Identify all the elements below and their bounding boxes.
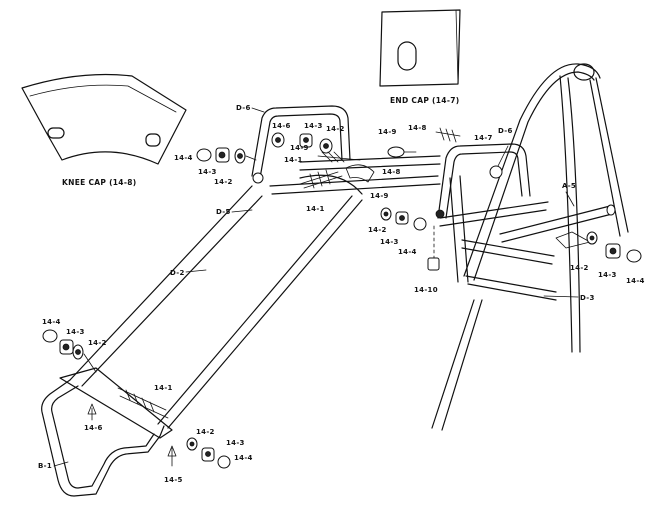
handle-d6-left xyxy=(251,105,351,179)
label-14-2-right: 14-2 xyxy=(570,264,589,272)
label-14-4-bottom-left: 14-4 xyxy=(42,318,61,326)
label-14-9-top: 14-9 xyxy=(378,128,397,136)
handle-d6-right xyxy=(437,143,531,219)
knee-cap-label: KNEE CAP (14-8) xyxy=(62,178,137,187)
a5-label: A-5 xyxy=(562,182,576,190)
end-cap-label: END CAP (14-7) xyxy=(390,96,459,105)
label-14-1-bottom: 14-1 xyxy=(154,384,173,392)
cap-icon xyxy=(196,148,212,162)
hardware-bottom-left xyxy=(42,329,97,373)
d3-label: D-3 xyxy=(580,294,595,302)
label-14-6-bottom: 14-6 xyxy=(84,424,103,432)
a5-rail xyxy=(499,204,616,249)
d2-label: D-2 xyxy=(170,269,185,277)
label-14-9-low: 14-9 xyxy=(370,192,389,200)
slide-side-rails xyxy=(69,174,363,429)
label-14-5-bottom: 14-5 xyxy=(164,476,183,484)
label-14-2-left: 14-2 xyxy=(214,178,233,186)
label-14-3-bottom-left: 14-3 xyxy=(66,328,85,336)
label-14-4-mid: 14-4 xyxy=(398,248,417,256)
label-14-3-top: 14-3 xyxy=(304,122,323,130)
end-cap-illustration xyxy=(379,9,461,87)
bottom-frame-b1 xyxy=(41,367,173,497)
hardware-top-middle xyxy=(271,127,509,189)
hardware-middle xyxy=(380,207,445,271)
d5-label: D-5 xyxy=(216,208,231,216)
label-14-6-top: 14-6 xyxy=(272,122,291,130)
label-14-3-mid: 14-3 xyxy=(380,238,399,246)
label-14-2-bottom-left: 14-2 xyxy=(88,339,107,347)
label-14-2-top: 14-2 xyxy=(326,125,345,133)
label-14-4-left: 14-4 xyxy=(174,154,193,162)
a-frame-ladder xyxy=(431,63,629,431)
label-14-1-mid: 14-1 xyxy=(284,156,303,164)
label-14-4-bottom: 14-4 xyxy=(234,454,253,462)
hardware-bottom xyxy=(87,387,231,469)
label-14-1-low: 14-1 xyxy=(306,205,325,213)
label-14-4-right: 14-4 xyxy=(626,277,645,285)
label-14-3-left: 14-3 xyxy=(198,168,217,176)
hardware-top-left xyxy=(196,147,264,184)
label-14-3-bottom: 14-3 xyxy=(226,439,245,447)
b1-label: B-1 xyxy=(38,462,52,470)
d6-left-label: D-6 xyxy=(236,104,251,112)
label-14-2-mid: 14-2 xyxy=(368,226,387,234)
label-14-7-top: 14-7 xyxy=(474,134,493,142)
knee-cap-illustration xyxy=(21,73,187,165)
label-14-10: 14-10 xyxy=(414,286,438,294)
label-14-3-right: 14-3 xyxy=(598,271,617,279)
label-14-8-top: 14-8 xyxy=(408,124,427,132)
label-14-2-bottom: 14-2 xyxy=(196,428,215,436)
label-14-9-mid: 14-9 xyxy=(290,144,309,152)
label-14-8-mid: 14-8 xyxy=(382,168,401,176)
d6-right-label: D-6 xyxy=(498,127,513,135)
hardware-right xyxy=(586,231,642,263)
